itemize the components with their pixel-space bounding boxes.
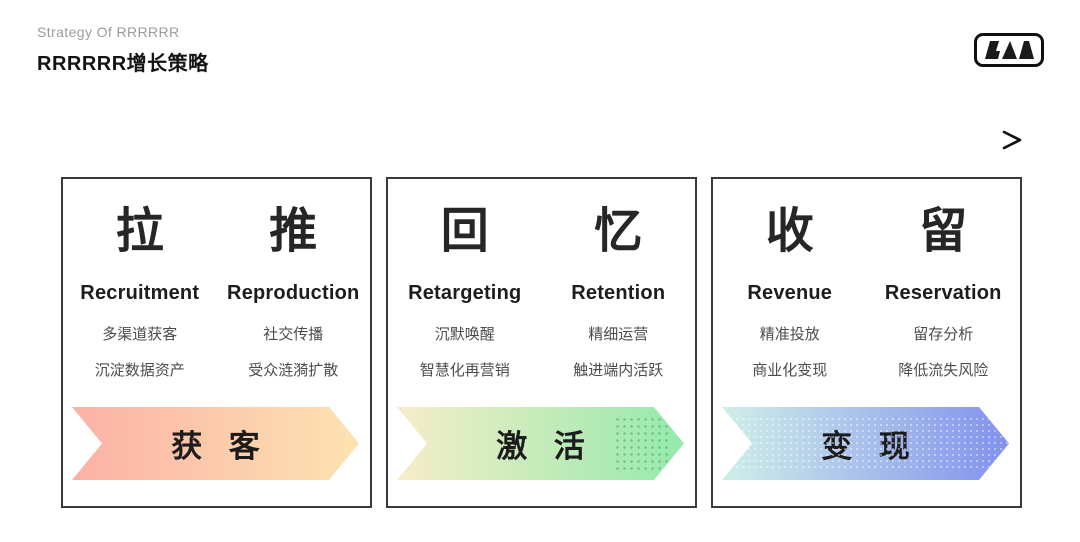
point-text: 留存分析 xyxy=(913,326,974,343)
point-text: 沉淀数据资产 xyxy=(94,362,185,379)
point-text: 多渠道获客 xyxy=(102,326,178,343)
point-text: 精细运营 xyxy=(588,326,649,343)
brand-logo-icon xyxy=(974,33,1044,67)
card-acquisition: 拉 推 Recruitment Reproduction 多渠道获客 社交传播 … xyxy=(61,177,372,508)
point-text: 商业化变现 xyxy=(752,362,828,379)
stage-banner-label: 激 活 xyxy=(496,429,594,464)
keyword-label: Recruitment xyxy=(80,282,200,304)
point-text: 精准投放 xyxy=(759,326,820,343)
point-text: 触进端内活跃 xyxy=(573,362,664,379)
point-text: 社交传播 xyxy=(263,326,324,343)
points-row: 沉淀数据资产 受众涟漪扩散 xyxy=(63,360,370,382)
stage-banner-label: 变 现 xyxy=(821,429,919,464)
page-title: RRRRRR增长策略 xyxy=(37,53,209,75)
keyword-labels-row: Revenue Reservation xyxy=(713,279,1020,307)
points-row: 沉默唤醒 精细运营 xyxy=(388,324,695,346)
keyword-label: Retargeting xyxy=(408,282,522,304)
keyword-char: 留 xyxy=(919,205,968,258)
stage-banner: 获 客 xyxy=(72,407,359,480)
keyword-label: Retention xyxy=(571,282,666,304)
keyword-label: Revenue xyxy=(747,282,833,304)
header: Strategy Of RRRRRR RRRRRR增长策略 xyxy=(37,24,209,76)
keyword-label: Reservation xyxy=(884,282,1002,304)
points-row: 多渠道获客 社交传播 xyxy=(63,324,370,346)
point-text: 沉默唤醒 xyxy=(434,326,495,343)
card-monetization: 收 留 Revenue Reservation 精准投放 留存分析 商业化变现 … xyxy=(711,177,1022,508)
keyword-char: 回 xyxy=(440,205,489,258)
point-text: 降低流失风险 xyxy=(898,362,989,379)
points-row: 精准投放 留存分析 xyxy=(713,324,1020,346)
keyword-char: 推 xyxy=(269,205,318,258)
keyword-char: 忆 xyxy=(594,205,643,258)
keyword-labels-row: Retargeting Retention xyxy=(388,279,695,307)
keyword-labels-row: Recruitment Reproduction xyxy=(63,279,370,307)
card-activation: 回 忆 Retargeting Retention 沉默唤醒 精细运营 智慧化再… xyxy=(386,177,697,508)
keyword-chars-row: 收 留 xyxy=(713,201,1020,263)
point-text: 智慧化再营销 xyxy=(419,362,510,379)
point-text: 受众涟漪扩散 xyxy=(248,362,339,379)
stage-banner: 变 现 xyxy=(722,407,1009,480)
keyword-chars-row: 拉 推 xyxy=(63,201,370,263)
keyword-char: 拉 xyxy=(115,205,164,258)
stage-banner-label: 获 客 xyxy=(171,429,269,464)
keyword-char: 收 xyxy=(765,205,814,258)
points-row: 商业化变现 降低流失风险 xyxy=(713,360,1020,382)
keyword-label: Reproduction xyxy=(227,282,360,304)
stage-banner: 激 活 xyxy=(397,407,684,480)
halftone-dots-decoration xyxy=(614,416,670,471)
header-subtitle: Strategy Of RRRRRR xyxy=(37,24,180,40)
cards-row: 拉 推 Recruitment Reproduction 多渠道获客 社交传播 … xyxy=(61,177,1022,508)
keyword-chars-row: 回 忆 xyxy=(388,201,695,263)
flow-arrow-icon xyxy=(58,130,1030,150)
points-row: 智慧化再营销 触进端内活跃 xyxy=(388,360,695,382)
